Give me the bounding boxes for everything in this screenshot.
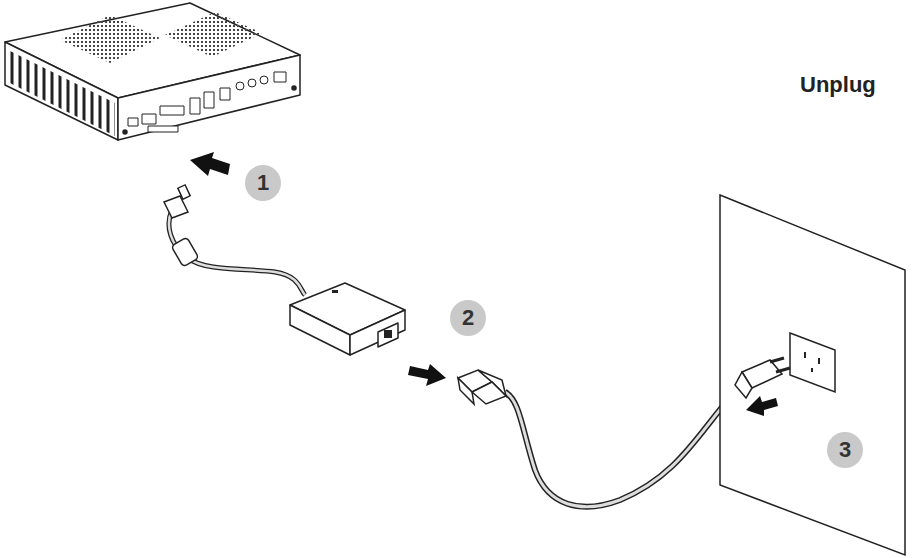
arrow	[408, 364, 446, 386]
mini-pc	[5, 3, 300, 140]
arrow	[190, 152, 230, 176]
wall	[720, 195, 905, 555]
power-adapter	[290, 283, 405, 355]
dc-cable	[164, 185, 305, 295]
arrow	[746, 396, 778, 416]
callout-number: 3	[827, 432, 863, 468]
callout-number: 1	[245, 165, 281, 201]
title: Unplug	[800, 72, 876, 98]
wall-outlet	[790, 333, 835, 392]
callout-number: 2	[450, 300, 486, 336]
power-cord	[458, 370, 735, 507]
